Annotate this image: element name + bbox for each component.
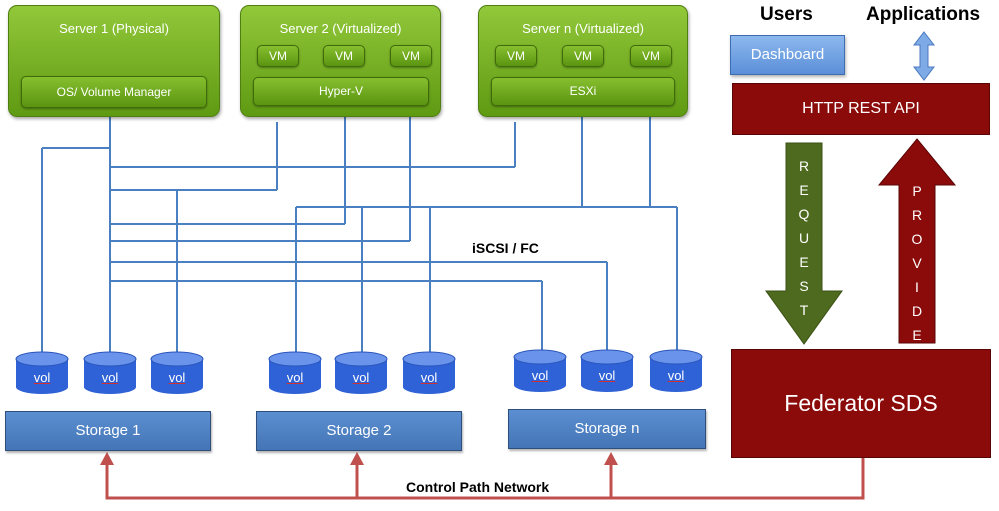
volume-label: vol [420, 370, 438, 385]
double-arrow-icon [912, 31, 936, 81]
arrow-letter: E [799, 182, 809, 198]
federator-sds-box: Federator SDS [731, 349, 991, 458]
network-label: iSCSI / FC [472, 240, 539, 256]
server-2-title: Server 2 (Virtualized) [279, 21, 402, 36]
arrow-letter: E [799, 254, 809, 270]
vm-box: VM [323, 45, 365, 67]
arrow-letter: O [911, 231, 923, 247]
storage-1-box: Storage 1 [5, 411, 211, 451]
volume-cylinder: vol [333, 351, 389, 394]
provide-arrow-icon [877, 138, 957, 344]
volume-cylinder: vol [14, 351, 70, 394]
server-n-box: Server n (Virtualized) VM VM VM ESXi [478, 5, 688, 117]
vm-box: VM [257, 45, 299, 67]
applications-label: Applications [866, 4, 981, 25]
hypervisor-layer: Hyper-V [253, 77, 429, 106]
vm-box: VM [390, 45, 432, 67]
arrow-letter: D [911, 303, 923, 319]
arrow-letter: R [911, 207, 923, 223]
vm-box: VM [630, 45, 672, 67]
volume-manager-layer: OS/ Volume Manager [21, 76, 207, 108]
volume-cylinder: vol [579, 349, 635, 392]
dashboard-button[interactable]: Dashboard [730, 35, 845, 75]
volume-label: vol [33, 370, 51, 385]
arrow-letter: P [912, 183, 922, 199]
volume-cylinder: vol [401, 351, 457, 394]
vm-box: VM [562, 45, 604, 67]
arrow-letter: S [799, 278, 809, 294]
arrow-letter: U [798, 230, 810, 246]
volume-label: vol [168, 370, 186, 385]
volume-label: vol [352, 370, 370, 385]
volume-label: vol [286, 370, 304, 385]
arrow-letter: I [915, 279, 919, 295]
users-label: Users [760, 4, 813, 25]
server-1-title: Server 1 (Physical) [59, 21, 169, 36]
volume-cylinder: vol [149, 351, 205, 394]
arrow-letter: T [799, 302, 809, 318]
volume-cylinder: vol [512, 349, 568, 392]
server-n-title: Server n (Virtualized) [522, 21, 644, 36]
volume-label: vol [531, 368, 549, 383]
server-2-box: Server 2 (Virtualized) VM VM VM Hyper-V [240, 5, 441, 117]
server-1-box: Server 1 (Physical) OS/ Volume Manager [8, 5, 220, 117]
vm-box: VM [495, 45, 537, 67]
http-rest-api-box: HTTP REST API [732, 83, 990, 135]
hypervisor-layer: ESXi [491, 77, 675, 106]
volume-label: vol [101, 370, 119, 385]
volume-label: vol [598, 368, 616, 383]
arrow-letter: V [912, 255, 922, 271]
arrow-letter: Q [798, 206, 810, 222]
storage-n-box: Storage n [508, 409, 706, 449]
volume-cylinder: vol [648, 349, 704, 392]
volume-cylinder: vol [82, 351, 138, 394]
storage-2-box: Storage 2 [256, 411, 462, 451]
request-arrow-icon [765, 142, 843, 345]
volume-label: vol [667, 368, 685, 383]
arrow-letter: R [798, 158, 810, 174]
arrow-letter: E [912, 327, 922, 343]
volume-cylinder: vol [267, 351, 323, 394]
control-path-label: Control Path Network [406, 479, 550, 495]
